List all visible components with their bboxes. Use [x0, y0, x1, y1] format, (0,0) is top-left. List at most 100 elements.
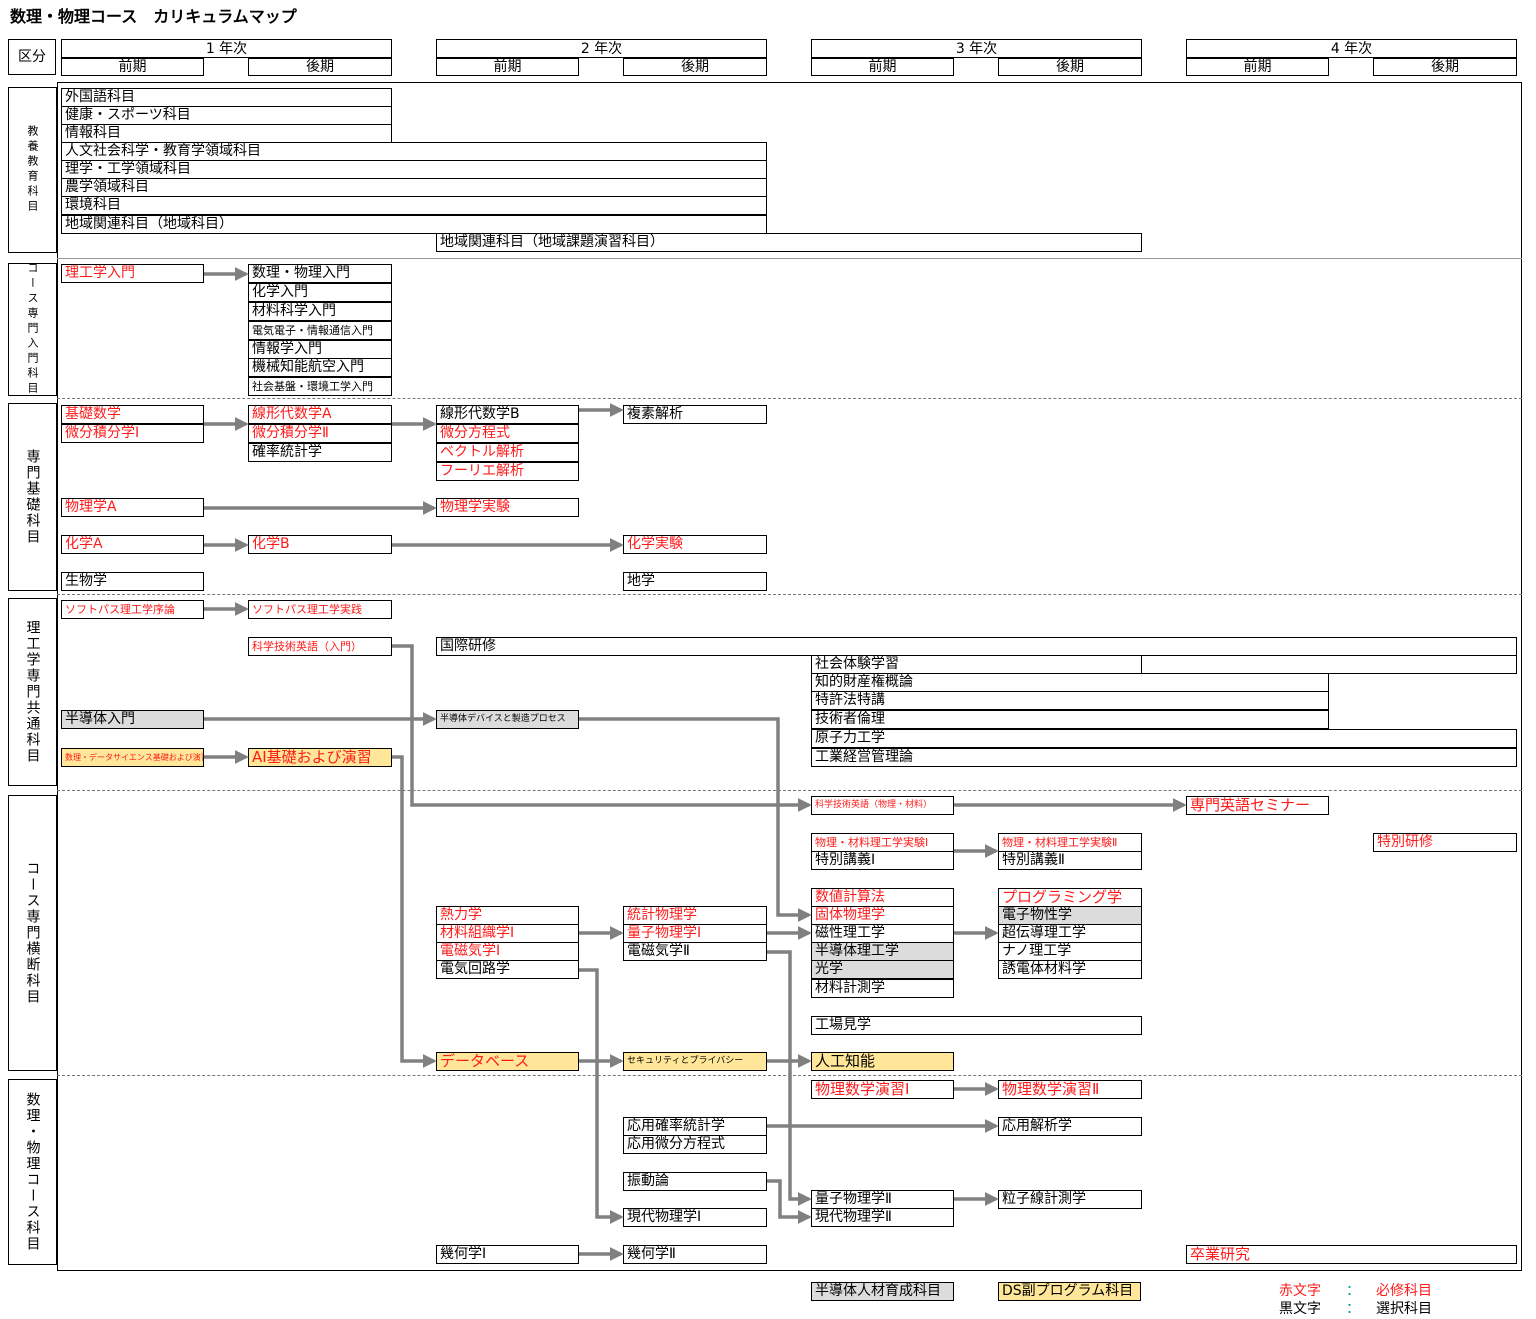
course-jinbun: 人文社会科学・教育学領域科目: [61, 142, 767, 161]
course-kojo-kengaku: 工場見学: [811, 1016, 1142, 1035]
course-softpath-joron: ソフトパス理工学序論: [61, 600, 204, 619]
course-butsuri-sugaku-2: 物理数学演習Ⅱ: [998, 1080, 1142, 1099]
course-vector: ベクトル解析: [436, 443, 579, 462]
section-senmon-kiso-label: 専門基礎科目: [24, 449, 41, 545]
course-tokubetsu-kenshu: 特別研修: [1373, 833, 1517, 852]
course-netsurikigaku: 熱力学: [436, 906, 579, 925]
course-denki-nyumon: 電気電子・情報通信入門: [248, 321, 392, 340]
course-chigaku: 地学: [623, 572, 767, 591]
course-jikken-1: 物理・材料理工学実験Ⅰ: [811, 833, 954, 852]
course-denki-kairo: 電気回路学: [436, 960, 579, 979]
year-1-zenki: 前期: [61, 58, 204, 76]
legend-red-label: 赤文字: [1279, 1283, 1321, 1299]
course-senmon-eigo: 専門英語セミナー: [1186, 796, 1329, 815]
course-denjiki-2: 電磁気学Ⅱ: [623, 942, 767, 961]
legend-elective: 選択科目: [1376, 1301, 1432, 1317]
course-butsuri-sugaku-1: 物理数学演習Ⅰ: [811, 1080, 954, 1099]
page-title: 数理・物理コース カリキュラムマップ: [10, 7, 297, 26]
kubun-header: 区分: [8, 39, 56, 75]
course-bibun-1: 微分積分学Ⅰ: [61, 424, 204, 443]
course-fourier: フーリエ解析: [436, 462, 579, 481]
course-oyo-bibun: 応用微分方程式: [623, 1135, 767, 1154]
course-nano: ナノ理工学: [998, 942, 1142, 961]
course-kagaku-b: 化学B: [248, 535, 392, 554]
course-genshiryoku: 原子力工学: [811, 729, 1517, 748]
section-kyoyo: 教養教育科目: [8, 87, 57, 253]
section-course-oudan: コース専門横断科目: [8, 795, 57, 1071]
course-shakai-taiken: 社会体験学習: [811, 655, 1142, 674]
course-handotai-nyumon: 半導体入門: [61, 710, 204, 729]
course-softpath-jissen: ソフトパス理工学実践: [248, 600, 392, 619]
separator: [57, 790, 1522, 791]
course-tokkyo: 特許法特講: [811, 691, 1329, 710]
course-kika-1: 幾何学Ⅰ: [436, 1245, 579, 1264]
course-bibun-hoteishiki: 微分方程式: [436, 424, 579, 443]
course-chiiki: 地域関連科目（地域科目）: [61, 215, 767, 234]
course-database: データベース: [436, 1052, 579, 1071]
course-butsuri-jikken: 物理学実験: [436, 498, 579, 517]
arrow: [767, 1179, 812, 1224]
course-seibutsu: 生物学: [61, 572, 204, 591]
legend-black-label: 黒文字: [1279, 1301, 1321, 1317]
course-senkei-b: 線形代数学B: [436, 405, 579, 424]
course-eigo-nyumon: 科学技術英語（入門）: [248, 637, 392, 656]
course-johogaku-nyumon: 情報学入門: [248, 340, 392, 359]
year-3-header: 3 年次: [811, 39, 1142, 58]
section-course-nyumon-label: コース専門入門科目: [26, 262, 39, 397]
course-gendai-1: 現代物理学Ⅰ: [623, 1208, 767, 1227]
arrow: [579, 968, 624, 1224]
course-kagaku-a: 化学A: [61, 535, 204, 554]
course-shindo: 振動論: [623, 1172, 767, 1191]
course-chiiki-enshu: 地域関連科目（地域課題演習科目）: [436, 233, 1142, 252]
course-denjiki-1: 電磁気学Ⅰ: [436, 942, 579, 961]
arrow: [392, 644, 812, 812]
year-4-zenki: 前期: [1186, 58, 1329, 76]
year-2-zenki: 前期: [436, 58, 579, 76]
course-kogaku: 光学: [811, 960, 954, 979]
section-course-oudan-label: コース専門横断科目: [24, 861, 41, 1005]
course-suchi-keisan: 数値計算法: [811, 888, 954, 907]
course-shakai-nyumon: 社会基盤・環境工学入門: [248, 377, 392, 396]
course-oyo-kaiseki: 応用解析学: [998, 1117, 1142, 1136]
course-bibun-2: 微分積分学Ⅱ: [248, 424, 392, 443]
section-suri-butsuri-label: 数理・物理コース科目: [24, 1092, 41, 1252]
course-fukuso: 複素解析: [623, 405, 767, 424]
course-shakai-taiken-extend: [1141, 655, 1517, 674]
course-tokei-butsuri: 統計物理学: [623, 906, 767, 925]
section-suri-butsuri: 数理・物理コース科目: [8, 1079, 57, 1265]
arrow: [579, 717, 812, 922]
section-rikou-kyotsu: 理工学専門共通科目: [8, 598, 57, 786]
year-4-kouki: 後期: [1373, 58, 1517, 76]
separator: [57, 398, 1522, 399]
section-senmon-kiso: 専門基礎科目: [8, 403, 57, 591]
year-2-header: 2 年次: [436, 39, 767, 58]
section-kyoyo-label: 教養教育科目: [26, 125, 39, 215]
separator: [57, 594, 1522, 595]
course-kankyo: 環境科目: [61, 196, 767, 215]
course-ryushisen: 粒子線計測学: [998, 1190, 1142, 1209]
year-1-kouki: 後期: [248, 58, 392, 76]
year-2-kouki: 後期: [623, 58, 767, 76]
arrow: [392, 755, 437, 1068]
course-zairyo-keisoku: 材料計測学: [811, 979, 954, 998]
course-rikogaku-nyumon: 理工学入門: [61, 264, 204, 283]
course-butsuri-a: 物理学A: [61, 498, 204, 517]
legend-colon: ：: [1346, 1283, 1360, 1299]
legend-required: 必修科目: [1376, 1283, 1432, 1299]
section-course-nyumon: コース専門入門科目: [8, 262, 57, 397]
course-kogyo-keiei: 工業経営管理論: [811, 748, 1517, 767]
course-kikai-nyumon: 機械知能航空入門: [248, 358, 392, 377]
course-tokubetsu-1: 特別講義Ⅰ: [811, 851, 954, 870]
section-rikou-kyotsu-label: 理工学専門共通科目: [24, 620, 41, 764]
legend-semiconductor: 半導体人材育成科目: [811, 1282, 954, 1301]
course-handotai-device: 半導体デバイスと製造プロセス: [436, 710, 579, 729]
year-1-header: 1 年次: [61, 39, 392, 58]
course-zairyo-nyumon: 材料科学入門: [248, 302, 392, 321]
arrow: [767, 950, 812, 1206]
course-ds-kiso: 数理・データサイエンス基礎および演習: [61, 748, 204, 767]
course-kakuritsu: 確率統計学: [248, 443, 392, 462]
year-3-kouki: 後期: [998, 58, 1142, 76]
course-sotsugyo-kenkyu: 卒業研究: [1186, 1245, 1517, 1264]
course-yudentai: 誘電体材料学: [998, 960, 1142, 979]
